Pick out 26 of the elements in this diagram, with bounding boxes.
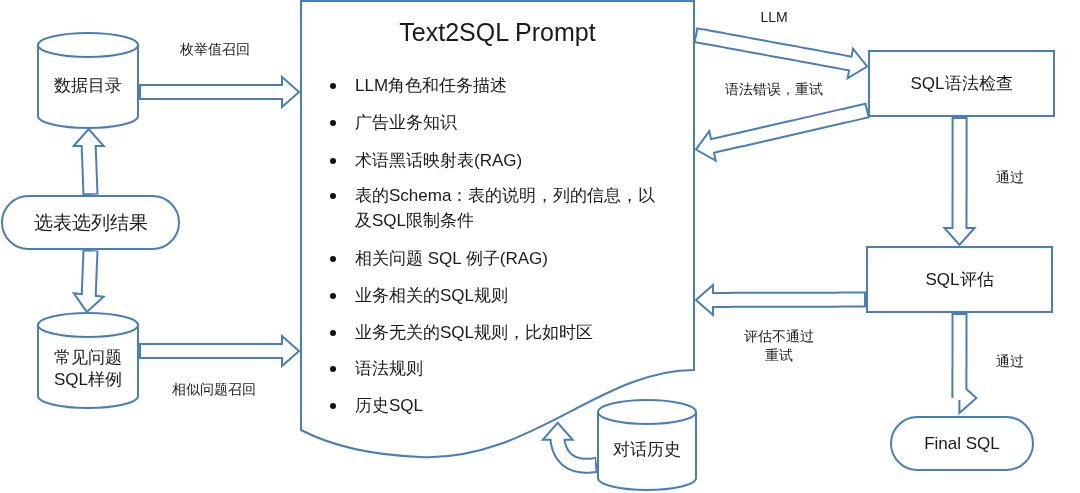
database-cylinder bbox=[597, 400, 697, 490]
terminal-pill bbox=[890, 416, 1034, 471]
document-shape bbox=[300, 0, 695, 460]
list-item: 广告业务知识 bbox=[355, 112, 458, 134]
node-label: Final SQL bbox=[923, 432, 1001, 455]
process-box bbox=[866, 246, 1053, 313]
list-item: LLM角色和任务描述 bbox=[355, 75, 509, 97]
node-label: SQL评估 bbox=[924, 268, 995, 291]
list-item: 历史SQL bbox=[355, 395, 425, 417]
node-label: 数据目录 bbox=[53, 74, 123, 97]
list-item: 术语黑话映射表(RAG) bbox=[355, 150, 524, 172]
document-title: Text2SQL Prompt bbox=[398, 17, 597, 48]
list-item: 业务无关的SQL规则，比如时区 bbox=[355, 322, 595, 344]
database-cylinder bbox=[37, 313, 139, 408]
list-item: 相关问题 SQL 例子(RAG) bbox=[355, 248, 549, 270]
terminal-pill bbox=[1, 195, 180, 250]
node-label: 对话历史 bbox=[612, 439, 682, 461]
node-label: 选表选列结果 bbox=[32, 211, 149, 234]
database-cylinder bbox=[37, 33, 139, 128]
block-arrow bbox=[694, 102, 872, 162]
node-label: 常见问题SQL样例 bbox=[53, 346, 123, 391]
node-label: SQL语法检查 bbox=[909, 72, 1014, 95]
list-item: 语法规则 bbox=[355, 358, 424, 380]
process-box bbox=[868, 50, 1055, 117]
list-item: 表的Schema：表的说明，列的信息，以及SQL限制条件 bbox=[355, 185, 657, 232]
list-item: 业务相关的SQL规则 bbox=[355, 285, 510, 307]
